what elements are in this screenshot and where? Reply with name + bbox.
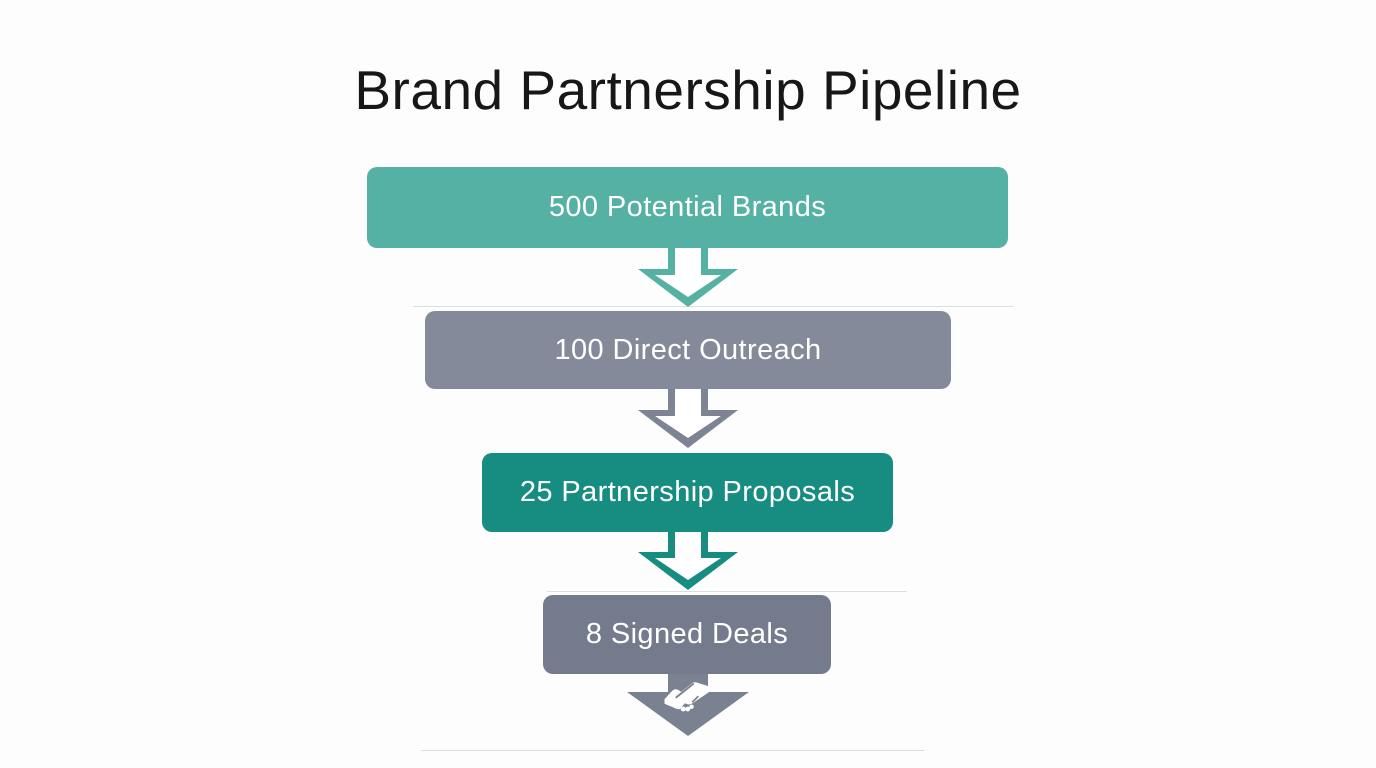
funnel-stage-signed-deals: 8 Signed Deals [543, 595, 831, 674]
funnel-stage-partnership-proposals: 25 Partnership Proposals [482, 453, 893, 532]
down-arrow-icon [638, 528, 738, 590]
stage-label: 8 Signed Deals [585, 618, 789, 650]
page-title: Brand Partnership Pipeline [354, 59, 1022, 121]
funnel-stage-potential-brands: 500 Potential Brands [367, 167, 1008, 248]
stage-label: 100 Direct Outreach [554, 333, 822, 366]
divider-line [421, 750, 924, 751]
funnel-stage-direct-outreach: 100 Direct Outreach [425, 311, 951, 389]
divider-line [547, 591, 907, 592]
down-arrow-icon [638, 245, 738, 307]
stage-label: 25 Partnership Proposals [519, 476, 856, 508]
divider-line [413, 306, 1013, 307]
down-arrow-icon [638, 386, 738, 448]
handshake-icon [664, 682, 710, 712]
stage-label: 500 Potential Brands [548, 191, 827, 223]
